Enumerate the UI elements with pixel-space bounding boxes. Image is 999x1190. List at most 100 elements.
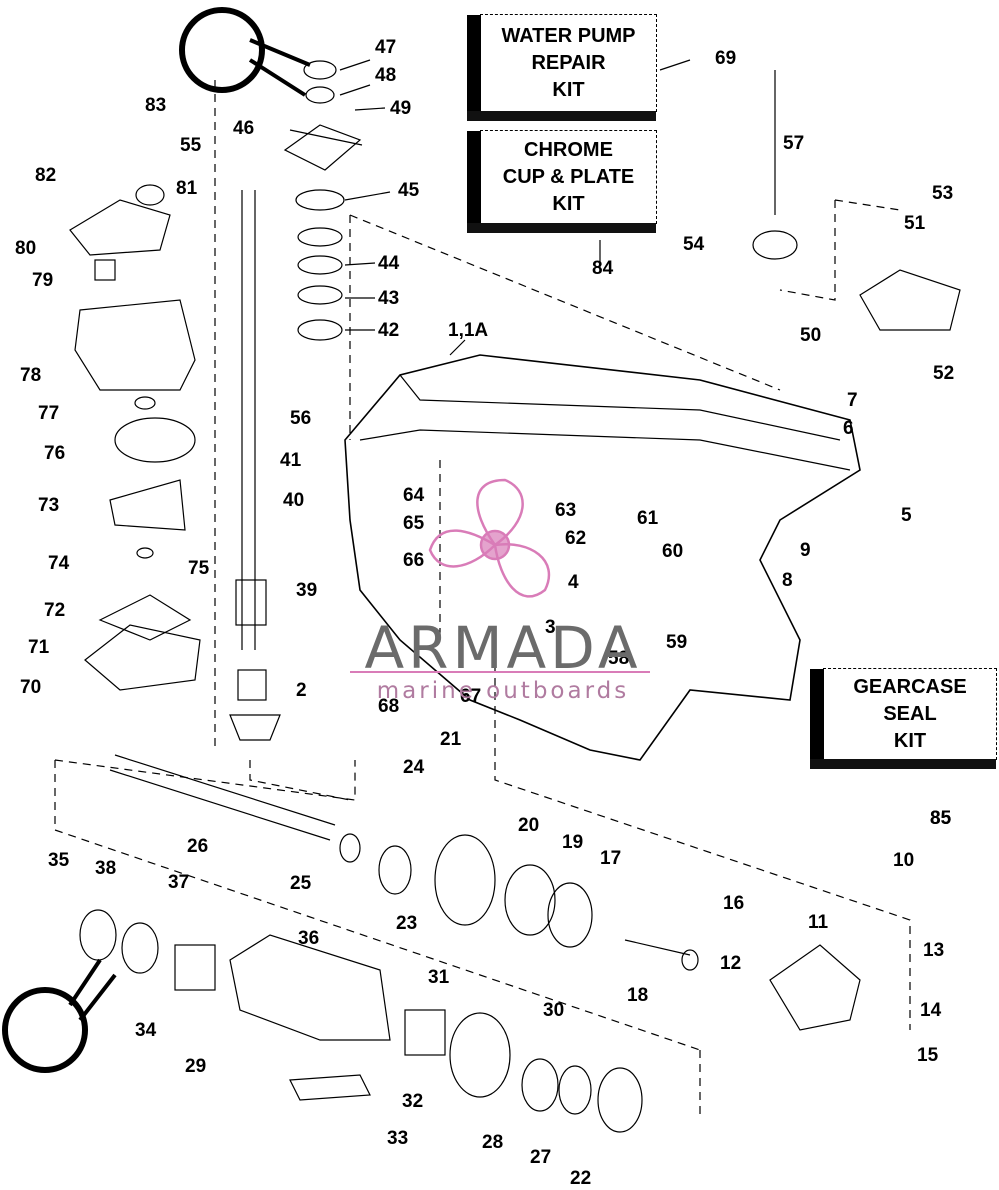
part-label: 10 xyxy=(893,850,915,871)
part-label: 26 xyxy=(187,836,209,857)
part-label: 66 xyxy=(403,550,425,571)
part-label: 14 xyxy=(920,1000,942,1021)
part-label: 33 xyxy=(387,1128,409,1149)
part-80 xyxy=(69,199,171,256)
seal-detail-bottom xyxy=(2,987,88,1073)
kit-line: KIT xyxy=(552,192,585,215)
part-label: 4 xyxy=(568,572,579,593)
kit-box-gearcase-seal: GEARCASE SEAL KIT xyxy=(810,668,997,769)
part-31 xyxy=(404,1009,446,1056)
part-label: 64 xyxy=(403,485,425,506)
part-20 xyxy=(504,864,556,936)
part-label: 80 xyxy=(15,238,37,259)
part-label: 73 xyxy=(38,495,60,516)
drive-shaft xyxy=(241,190,256,650)
part-label: 15 xyxy=(917,1045,939,1066)
part-47 xyxy=(303,60,337,80)
part-label: 62 xyxy=(565,528,587,549)
part-30 xyxy=(449,1012,511,1098)
part-label: 47 xyxy=(375,37,397,58)
part-label: 68 xyxy=(378,696,400,717)
part-label: 50 xyxy=(800,325,822,346)
part-label: 35 xyxy=(48,850,70,871)
part-label: 5 xyxy=(901,505,912,526)
part-35 xyxy=(79,909,117,961)
part-21-pinion xyxy=(229,714,281,741)
part-54 xyxy=(752,230,798,260)
part-label: 25 xyxy=(290,873,312,894)
part-label: 83 xyxy=(145,95,167,116)
part-label: 49 xyxy=(390,98,412,119)
part-label: 31 xyxy=(428,967,450,988)
part-2 xyxy=(237,669,267,701)
kit-line: SEAL xyxy=(883,702,937,725)
part-label: 85 xyxy=(930,808,952,829)
part-label: 76 xyxy=(44,443,66,464)
part-label: 23 xyxy=(396,913,418,934)
part-label: 8 xyxy=(782,570,793,591)
kit-line: GEARCASE xyxy=(853,675,967,698)
armada-watermark: ARMADA marine outboards xyxy=(348,618,658,704)
part-34 xyxy=(174,944,216,991)
part-label: 3 xyxy=(545,617,556,638)
part-72 xyxy=(98,594,192,641)
part-label: 67 xyxy=(460,686,482,707)
kit-line: CUP & PLATE xyxy=(502,165,635,188)
part-label: 46 xyxy=(233,118,255,139)
part-51 xyxy=(859,269,961,331)
part-label: 71 xyxy=(28,637,50,658)
part-label: 34 xyxy=(135,1020,157,1041)
part-label: 38 xyxy=(95,858,117,879)
part-38 xyxy=(121,922,159,974)
part-label: 57 xyxy=(783,133,805,154)
part-label: 72 xyxy=(44,600,66,621)
part-label: 18 xyxy=(627,985,649,1006)
kit-line: WATER PUMP xyxy=(501,24,636,47)
kit-line: CHROME xyxy=(524,138,613,161)
part-label: 60 xyxy=(662,541,684,562)
part-label: 43 xyxy=(378,288,400,309)
part-label: 45 xyxy=(398,180,420,201)
part-label: 79 xyxy=(32,270,54,291)
part-label: 77 xyxy=(38,403,60,424)
part-label: 41 xyxy=(280,450,302,471)
part-48 xyxy=(305,86,335,104)
part-label: 27 xyxy=(530,1147,552,1168)
part-label: 2 xyxy=(296,680,307,701)
part-79 xyxy=(94,259,116,281)
part-label: 59 xyxy=(666,632,688,653)
part-23 xyxy=(378,845,412,895)
part-label: 30 xyxy=(543,1000,565,1021)
part-74 xyxy=(136,547,154,559)
part-29 xyxy=(229,934,391,1041)
part-42 xyxy=(297,319,343,341)
part-19 xyxy=(547,882,593,948)
part-label: 63 xyxy=(555,500,577,521)
part-18 xyxy=(624,939,691,956)
part-label: 61 xyxy=(637,508,659,529)
part-label: 9 xyxy=(800,540,811,561)
part-label: 39 xyxy=(296,580,318,601)
watermark-tagline: marine outboards xyxy=(376,678,630,704)
part-label: 51 xyxy=(904,213,926,234)
kit-box-chrome-cup: CHROME CUP & PLATE KIT xyxy=(467,130,657,233)
part-label: 54 xyxy=(683,234,705,255)
part-label: 44 xyxy=(378,253,400,274)
part-76 xyxy=(114,417,196,463)
part-32 xyxy=(289,1074,371,1101)
kit-line: KIT xyxy=(552,78,585,101)
part-label: 1,1A xyxy=(448,320,489,341)
kit-line: KIT xyxy=(893,729,927,752)
part-label: 21 xyxy=(440,729,462,750)
seal-detail-top xyxy=(179,7,265,93)
part-73-impeller xyxy=(109,479,186,531)
part-label: 28 xyxy=(482,1132,504,1153)
armada-propeller-logo xyxy=(428,478,551,598)
part-label: 24 xyxy=(403,757,425,778)
part-label: 82 xyxy=(35,165,57,186)
part-label: 29 xyxy=(185,1056,207,1077)
part-45 xyxy=(295,189,345,211)
part-label: 7 xyxy=(847,390,858,411)
